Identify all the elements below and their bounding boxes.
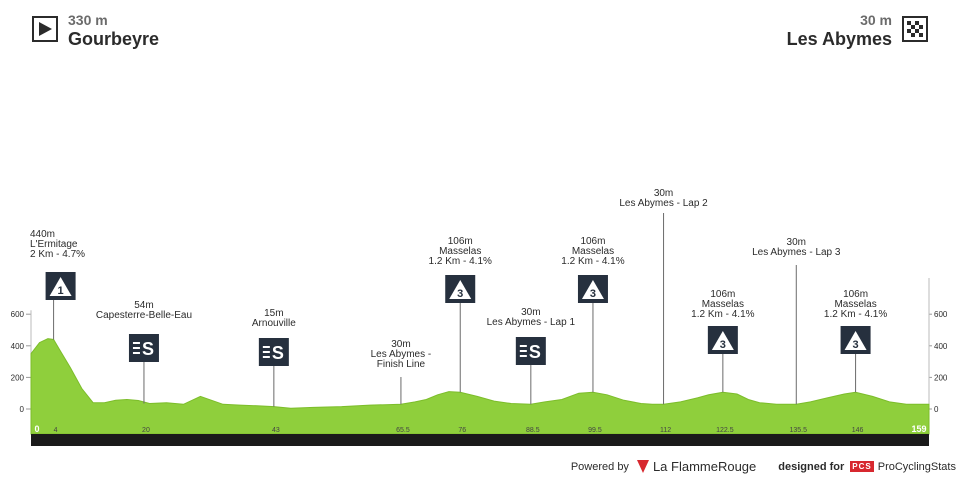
marker-name-label: Masselas bbox=[572, 246, 614, 257]
marker-name-label: Masselas bbox=[702, 299, 744, 310]
marker-detail-label: 2 Km - 4.7% bbox=[30, 249, 85, 260]
y-tick-label-left: 600 bbox=[11, 310, 25, 319]
sprint-icon-label: S bbox=[272, 343, 284, 363]
sprint-icon-label: S bbox=[142, 339, 154, 359]
marker-name-label: Masselas bbox=[834, 299, 876, 310]
distance-tick-label: 99.5 bbox=[588, 427, 602, 434]
marker-elevation-label: 30m bbox=[391, 339, 410, 350]
marker-name-label: Masselas bbox=[439, 246, 481, 257]
distance-tick-label: 4 bbox=[54, 427, 58, 434]
procyclingstats-label: ProCyclingStats bbox=[877, 460, 956, 473]
marker-name-label: Les Abymes - Lap 3 bbox=[752, 247, 841, 258]
marker-name-label: Les Abymes - Lap 1 bbox=[487, 317, 576, 328]
marker-detail-label: 1.2 Km - 4.1% bbox=[429, 256, 492, 267]
marker-elevation-label: 30m bbox=[521, 307, 540, 318]
finish-header: 30 m Les Abymes bbox=[787, 12, 928, 50]
elevation-area bbox=[30, 338, 930, 435]
y-tick-label-right: 200 bbox=[934, 373, 948, 382]
climb-category-icon bbox=[844, 331, 867, 350]
distance-tick-label: 146 bbox=[852, 427, 864, 434]
marker-elevation-label: 54m bbox=[134, 300, 153, 311]
marker-detail-label: Finish Line bbox=[377, 359, 426, 370]
distance-tick-label: 0 bbox=[34, 424, 39, 434]
distance-tick-label: 65.5 bbox=[396, 427, 410, 434]
climb-category-label: 1 bbox=[58, 285, 64, 297]
y-tick-label-right: 600 bbox=[934, 310, 948, 319]
start-header: 330 m Gourbeyre bbox=[32, 12, 159, 50]
distance-tick-label: 112 bbox=[660, 427, 671, 434]
distance-tick-label: 20 bbox=[142, 427, 150, 434]
marker-name-label: L'Ermitage bbox=[30, 239, 78, 250]
distance-base-bar bbox=[31, 434, 929, 446]
powered-by-label: Powered by bbox=[570, 460, 629, 473]
distance-tick-label: 135.5 bbox=[790, 427, 808, 434]
marker-elevation-label: 106m bbox=[580, 236, 605, 247]
flamme-rouge-brand: La FlammeRouge bbox=[652, 459, 757, 474]
y-tick-label-right: 0 bbox=[934, 405, 939, 414]
marker-name-label: Les Abymes - bbox=[371, 349, 432, 360]
designed-for-label: designed for bbox=[778, 460, 845, 473]
marker-elevation-label: 106m bbox=[448, 236, 473, 247]
start-name: Gourbeyre bbox=[68, 29, 160, 49]
marker-elevation-label: 440m bbox=[30, 229, 55, 240]
pcs-logo-icon: PCS bbox=[850, 461, 874, 472]
checkered-flag-icon bbox=[902, 16, 928, 42]
y-tick-label-left: 400 bbox=[11, 342, 25, 351]
start-altitude: 330 m bbox=[68, 12, 108, 28]
y-tick-label-left: 0 bbox=[20, 405, 25, 414]
finish-altitude: 30 m bbox=[860, 12, 892, 28]
marker-name-label: Arnouville bbox=[252, 318, 296, 329]
marker-elevation-label: 30m bbox=[787, 237, 806, 248]
distance-tick-label: 76 bbox=[458, 427, 466, 434]
marker-elevation-label: 106m bbox=[710, 289, 735, 300]
flamme-rouge-logo-icon bbox=[636, 460, 649, 473]
distance-tick-label: 122.5 bbox=[716, 427, 734, 434]
marker-elevation-label: 106m bbox=[843, 289, 868, 300]
y-tick-label-left: 200 bbox=[11, 373, 25, 382]
climb-category-label: 3 bbox=[457, 288, 463, 300]
distance-tick-label: 159 bbox=[911, 424, 926, 434]
climb-category-icon bbox=[581, 280, 604, 299]
marker-elevation-label: 15m bbox=[264, 308, 283, 319]
marker-name-label: Capesterre-Belle-Eau bbox=[96, 310, 192, 321]
marker-detail-label: 1.2 Km - 4.1% bbox=[691, 309, 754, 320]
y-tick-label-right: 400 bbox=[934, 342, 948, 351]
climb-category-icon bbox=[49, 277, 72, 296]
play-icon bbox=[32, 16, 58, 42]
climb-category-label: 3 bbox=[720, 339, 726, 351]
marker-name-label: Les Abymes - Lap 2 bbox=[619, 198, 708, 209]
distance-tick-label: 88.5 bbox=[526, 427, 540, 434]
marker-detail-label: 1.2 Km - 4.1% bbox=[824, 309, 887, 320]
footer: Powered by La FlammeRouge designed for P… bbox=[571, 459, 956, 474]
climb-category-label: 3 bbox=[853, 339, 859, 351]
marker-elevation-label: 30m bbox=[654, 188, 673, 199]
finish-name: Les Abymes bbox=[786, 29, 892, 49]
marker-detail-label: 1.2 Km - 4.1% bbox=[561, 256, 624, 267]
sprint-icon-label: S bbox=[529, 342, 541, 362]
climb-category-icon bbox=[711, 331, 734, 350]
climb-category-icon bbox=[449, 280, 472, 299]
climb-category-label: 3 bbox=[590, 288, 596, 300]
distance-tick-label: 43 bbox=[272, 427, 280, 434]
